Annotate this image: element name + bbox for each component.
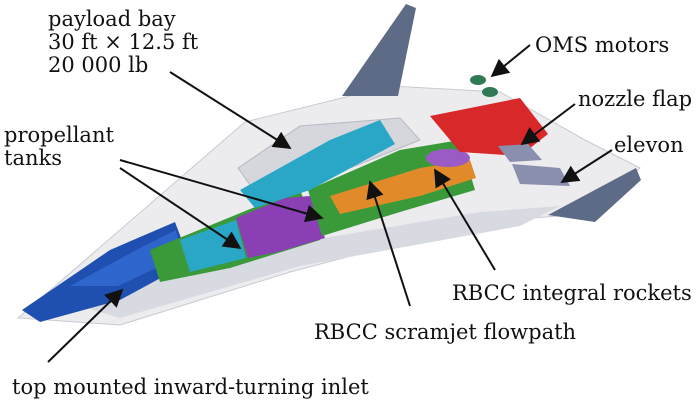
leader-elevon <box>560 149 613 183</box>
label-payload-bay-line-2: 30 ft × 12.5 ft <box>48 30 199 54</box>
tank-cyan-top <box>240 120 395 208</box>
leader-oms-motors <box>490 44 531 78</box>
label-payload-bay: payload bay 30 ft × 12.5 ft 20 000 lb <box>48 8 198 77</box>
label-inlet: top mounted inward-turning inlet <box>12 375 369 399</box>
label-elevon: elevon <box>614 133 684 157</box>
label-propellant-tanks-line-1: propellant <box>4 123 114 147</box>
label-oms-motors: OMS motors <box>535 33 670 57</box>
label-propellant-tanks-line-2: tanks <box>4 146 62 170</box>
leader-tanks-2 <box>119 167 242 249</box>
integral-rocket <box>426 149 470 167</box>
vertical-fin <box>342 4 416 96</box>
leader-scramjet-flowpath <box>366 180 411 307</box>
leader-payload-bay <box>169 71 292 149</box>
label-nozzle-flap: nozzle flap <box>578 87 693 111</box>
inlet-ramp <box>70 230 182 286</box>
fuselage-underside <box>60 206 560 318</box>
leader-integral-rockets <box>434 168 496 271</box>
leader-inlet <box>47 288 124 363</box>
oms-motor-2 <box>482 87 498 97</box>
nozzle <box>430 98 548 156</box>
leader-nozzle-flap <box>520 103 576 146</box>
wing-tip <box>548 168 641 222</box>
label-propellant-tanks: propellant tanks <box>4 124 114 170</box>
nozzle-flap <box>498 144 542 162</box>
label-rbcc-scramjet-flowpath: RBCC scramjet flowpath <box>314 320 577 344</box>
label-payload-bay-line-3: 20 000 lb <box>48 53 149 77</box>
label-payload-bay-line-1: payload bay <box>48 7 176 31</box>
oms-motor-1 <box>470 75 486 85</box>
leader-tanks-1 <box>119 159 324 223</box>
elevon-surface <box>512 164 570 186</box>
label-rbcc-integral-rockets: RBCC integral rockets <box>452 281 692 305</box>
